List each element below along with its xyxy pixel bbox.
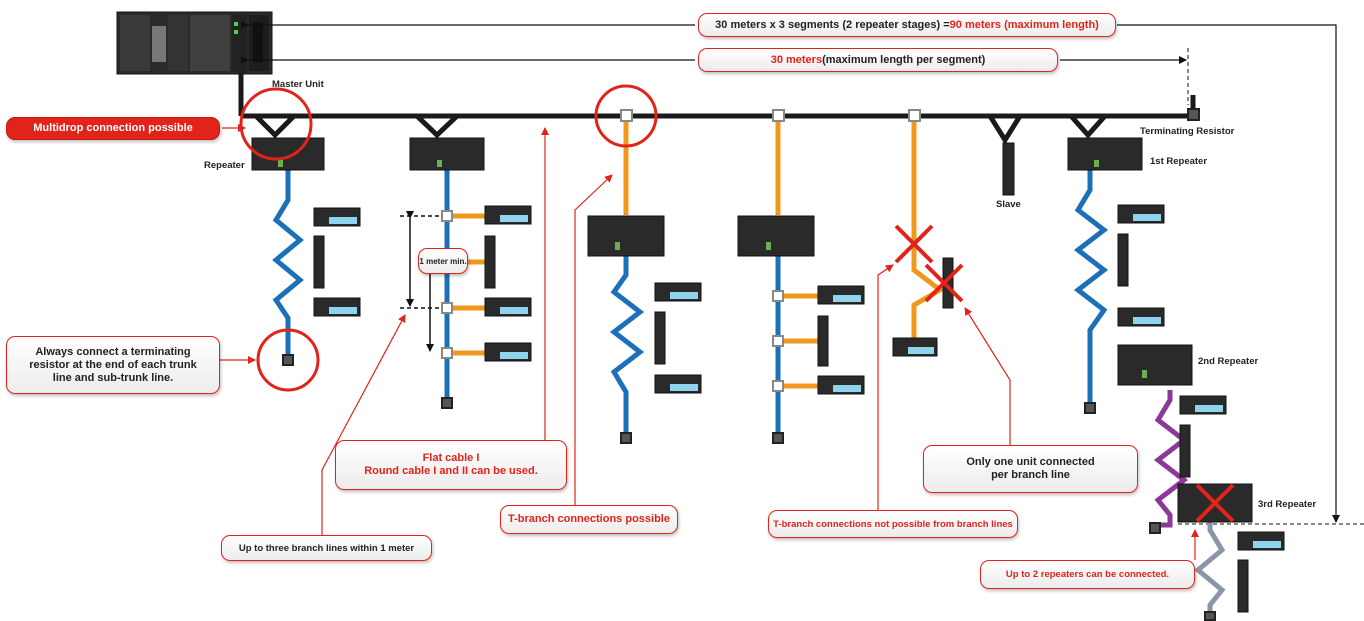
master-unit-icon xyxy=(116,11,273,75)
branch-cable-orange-2 xyxy=(772,109,818,435)
not-allowed-icons xyxy=(894,224,1235,523)
terminating-resistor-icon xyxy=(1187,108,1200,121)
one-meter-min-text: 1 meter min. xyxy=(419,256,467,266)
one-meter-dimension xyxy=(400,211,442,352)
one-meter-min-callout: 1 meter min. xyxy=(418,248,468,274)
terminating-text-line2: resistor at the end of each trunk xyxy=(29,358,197,371)
two-repeaters-text: Up to 2 repeaters can be connected. xyxy=(1005,569,1170,580)
branch-cable-orange-1 xyxy=(609,109,645,435)
one-unit-text-line1: Only one unit connected xyxy=(966,456,1095,468)
t-branch-possible-text: T-branch connections possible xyxy=(508,513,670,525)
branch-cable-orange-3 xyxy=(908,109,1000,345)
one-unit-callout: Only one unit connected per branch line xyxy=(923,445,1138,493)
terminating-text-line1: Always connect a terminating xyxy=(35,345,191,358)
sub-trunk-cable-3 xyxy=(1153,390,1189,528)
round-cable-text: Round cable I and II can be used. xyxy=(364,465,538,477)
flat-cable-text: Flat cable I xyxy=(422,452,480,464)
slave-display-icons xyxy=(329,214,1281,548)
slave-label: Slave xyxy=(996,199,1021,210)
t-branch-possible-callout: T-branch connections possible xyxy=(500,505,678,534)
one-unit-text-line2: per branch line xyxy=(991,469,1070,481)
three-branch-text: Up to three branch lines within 1 meter xyxy=(238,542,415,554)
branch-cable-blue-1 xyxy=(441,168,485,400)
segment-length-text: (maximum length per segment) xyxy=(822,53,986,66)
second-repeater-label: 2nd Repeater xyxy=(1198,356,1259,367)
sub-trunk-cable-4 xyxy=(1194,520,1226,615)
sub-trunk-cable-1 xyxy=(272,170,304,355)
repeater-led-icons xyxy=(278,160,1147,378)
t-branch-not-possible-callout: T-branch connections not possible from b… xyxy=(768,510,1018,538)
multidrop-callout: Multidrop connection possible xyxy=(6,117,220,140)
t-branch-not-possible-text: T-branch connections not possible from b… xyxy=(773,518,1013,530)
terminating-resistor-callout: Always connect a terminating resistor at… xyxy=(6,336,220,394)
repeater-label: Repeater xyxy=(204,160,245,171)
segment-length-callout: 30 meters (maximum length per segment) xyxy=(698,48,1058,72)
first-repeater-label: 1st Repeater xyxy=(1150,156,1208,167)
segment-length-highlight: 30 meters xyxy=(770,53,823,66)
master-unit-label: Master Unit xyxy=(272,79,324,90)
sub-trunk-cable-2 xyxy=(1073,168,1109,405)
terminating-text-line3: line and sub-trunk line. xyxy=(52,371,174,384)
total-length-highlight: 90 meters (maximum length) xyxy=(949,18,1099,31)
leader-lines xyxy=(220,124,1199,560)
total-length-callout: 30 meters x 3 segments (2 repeater stage… xyxy=(698,13,1116,37)
multidrop-text: Multidrop connection possible xyxy=(33,122,193,134)
three-branch-callout: Up to three branch lines within 1 meter xyxy=(221,535,432,561)
total-length-arrow-right xyxy=(1117,24,1340,523)
two-repeaters-callout: Up to 2 repeaters can be connected. xyxy=(980,560,1195,589)
trunk-line xyxy=(238,72,1196,145)
terminating-resistor-markers xyxy=(282,354,1216,621)
terminating-resistor-label: Terminating Resistor xyxy=(1140,126,1235,137)
cable-type-callout: Flat cable I Round cable I and II can be… xyxy=(335,440,567,490)
third-repeater-label: 3rd Repeater xyxy=(1258,499,1317,510)
total-length-text: 30 meters x 3 segments (2 repeater stage… xyxy=(715,18,950,31)
